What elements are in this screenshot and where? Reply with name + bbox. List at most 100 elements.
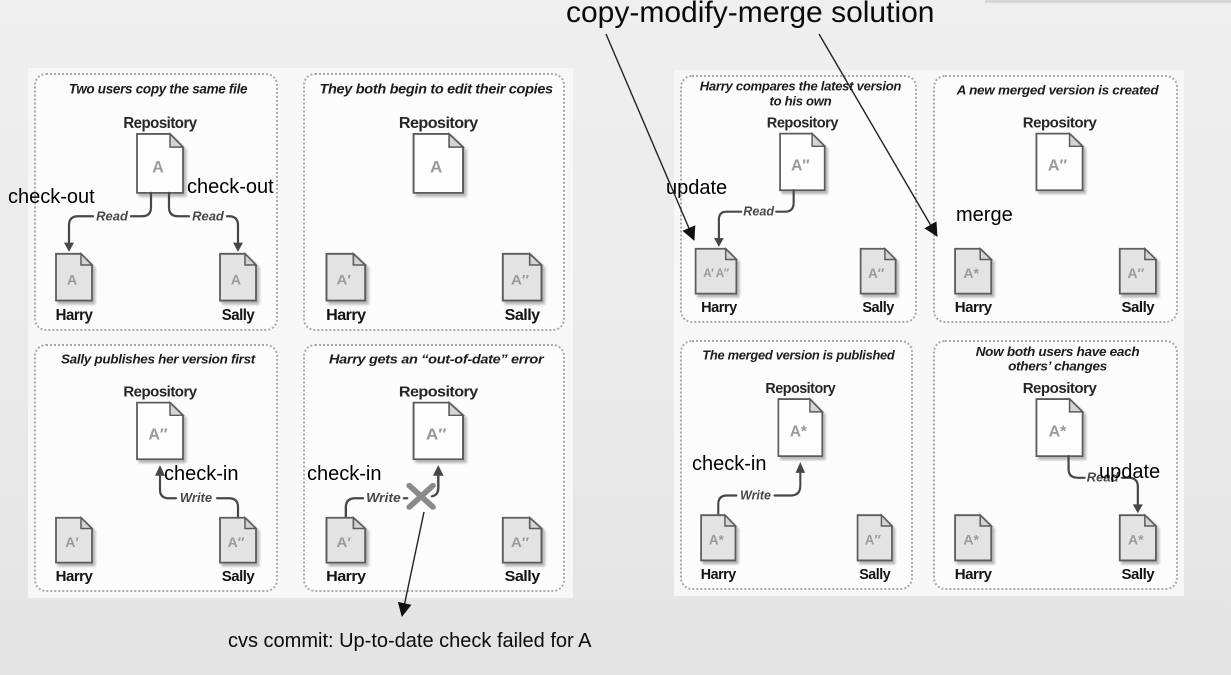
- sally-document-icon: A: [219, 251, 258, 302]
- arrowhead-icon: [795, 462, 806, 473]
- panel-title-line2: to his own: [770, 93, 832, 108]
- harry-document-icon: A′: [55, 516, 94, 564]
- label-check-out-right: check-out: [187, 176, 274, 198]
- harry-doc-letter: A*: [963, 265, 979, 281]
- harry-name: Harry: [701, 567, 736, 583]
- harry-document-icon: A′: [325, 251, 368, 302]
- sally-name: Sally: [862, 300, 895, 316]
- harry-name: Harry: [56, 307, 94, 324]
- repository-document-icon: A″: [136, 400, 185, 461]
- harry-name: Harry: [955, 300, 993, 316]
- sally-document-icon: A″: [856, 513, 894, 562]
- write-label: Write: [740, 488, 771, 502]
- read-connector: [1067, 455, 1086, 479]
- harry-doc-letter: A′: [336, 536, 351, 551]
- sally-doc-letter: A″: [1127, 265, 1144, 281]
- repo-doc-letter: A″: [148, 427, 168, 444]
- repository-document-icon: A: [136, 132, 185, 194]
- harry-doc-letter: A′: [336, 273, 351, 289]
- top-edge-strip: [985, 0, 1231, 3]
- read-connector-left: [129, 191, 153, 218]
- write-label: Write: [180, 490, 212, 505]
- repo-doc-letter: A″: [791, 158, 810, 175]
- harry-document-icon: A*: [954, 247, 994, 295]
- repository-label: Repository: [123, 385, 198, 401]
- write-connector: [717, 494, 738, 517]
- blocked-x-icon: [406, 482, 436, 510]
- panel-merged-version-published: The merged version is published Reposito…: [680, 340, 913, 590]
- sally-document-icon: A″: [1118, 247, 1158, 295]
- write-connector: [344, 497, 365, 519]
- sally-name: Sally: [505, 569, 541, 585]
- read-connector: [775, 189, 795, 213]
- panel-both-edit: They both begin to edit their copies Rep…: [303, 73, 565, 331]
- harry-doc-letter: A*: [963, 532, 979, 548]
- read-label: Read: [1087, 470, 1120, 485]
- slide-title: copy-modify-merge solution: [566, 0, 935, 29]
- label-check-in-merged: check-in: [692, 453, 767, 475]
- sally-doc-letter: A″: [865, 533, 882, 548]
- write-label: Write: [366, 491, 401, 505]
- repository-label: Repository: [399, 115, 479, 132]
- harry-name: Harry: [326, 307, 366, 324]
- label-check-in-failed: check-in: [307, 463, 382, 485]
- write-connector: [430, 474, 440, 498]
- panel-two-users-copy: Two users copy the same file Repository …: [34, 73, 278, 331]
- repo-doc-letter: A*: [1049, 424, 1068, 441]
- read-label: Read: [743, 205, 774, 219]
- arrowhead-icon: [233, 242, 243, 252]
- harry-name: Harry: [56, 569, 94, 585]
- error-message-text: cvs commit: Up-to-date check failed for …: [228, 630, 592, 652]
- write-connector: [158, 473, 178, 500]
- harry-doc-letter: A: [67, 271, 77, 287]
- panel-out-of-date-error: Harry gets an “out-of-date” error Reposi…: [303, 344, 565, 592]
- sally-doc-letter: A*: [1128, 532, 1144, 548]
- repository-label: Repository: [123, 115, 197, 132]
- sally-document-icon: A″: [501, 516, 544, 564]
- harry-document-icon: A′ A″: [694, 247, 739, 295]
- label-merge: merge: [956, 204, 1013, 226]
- repo-doc-letter: A: [152, 158, 164, 176]
- write-connector: [773, 471, 802, 497]
- panel-title: Harry compares the latest version: [700, 79, 902, 94]
- arrowhead-icon: [155, 465, 165, 476]
- harry-document-icon: A′: [325, 516, 368, 564]
- arrowhead-icon: [1132, 504, 1143, 514]
- harry-name: Harry: [326, 569, 366, 585]
- repository-document-icon: A″: [1035, 131, 1085, 192]
- write-connector: [215, 497, 240, 519]
- read-connector: [717, 210, 743, 240]
- repository-document-icon: A: [412, 132, 465, 194]
- arrowhead-icon: [432, 465, 444, 476]
- repository-label: Repository: [765, 381, 835, 397]
- repo-doc-letter: A: [430, 158, 442, 176]
- sally-document-icon: A*: [1118, 513, 1158, 562]
- repo-doc-letter: A*: [790, 423, 808, 440]
- read-connector-right: [225, 215, 240, 244]
- sally-document-icon: A″: [219, 516, 258, 564]
- harry-doc-letter: A*: [709, 533, 725, 548]
- panel-title: A new merged version is created: [956, 83, 1160, 98]
- repository-label: Repository: [1023, 381, 1098, 397]
- harry-document-icon: A: [55, 251, 94, 302]
- panel-both-have-changes: Now both users have each others’ changes…: [933, 340, 1178, 590]
- sally-doc-letter: A″: [228, 534, 245, 550]
- label-check-in-sally: check-in: [164, 463, 239, 485]
- harry-document-icon: A*: [700, 513, 738, 562]
- read-connector-right: [167, 191, 191, 218]
- harry-doc-letter: A′ A″: [703, 267, 729, 280]
- sally-doc-letter: A″: [511, 536, 529, 551]
- label-check-out-left: check-out: [8, 186, 95, 208]
- sally-name: Sally: [505, 307, 541, 324]
- panel-title: Two users copy the same file: [69, 81, 248, 96]
- sally-document-icon: A″: [859, 247, 898, 295]
- sally-doc-letter: A: [231, 271, 241, 287]
- label-update-sally: update: [1099, 461, 1161, 483]
- repository-label: Repository: [399, 384, 479, 400]
- repository-label: Repository: [767, 116, 840, 132]
- harry-document-icon: A*: [954, 513, 994, 562]
- label-update-harry: update: [666, 177, 728, 199]
- read-label-left: Read: [96, 208, 129, 223]
- sally-name: Sally: [222, 569, 256, 585]
